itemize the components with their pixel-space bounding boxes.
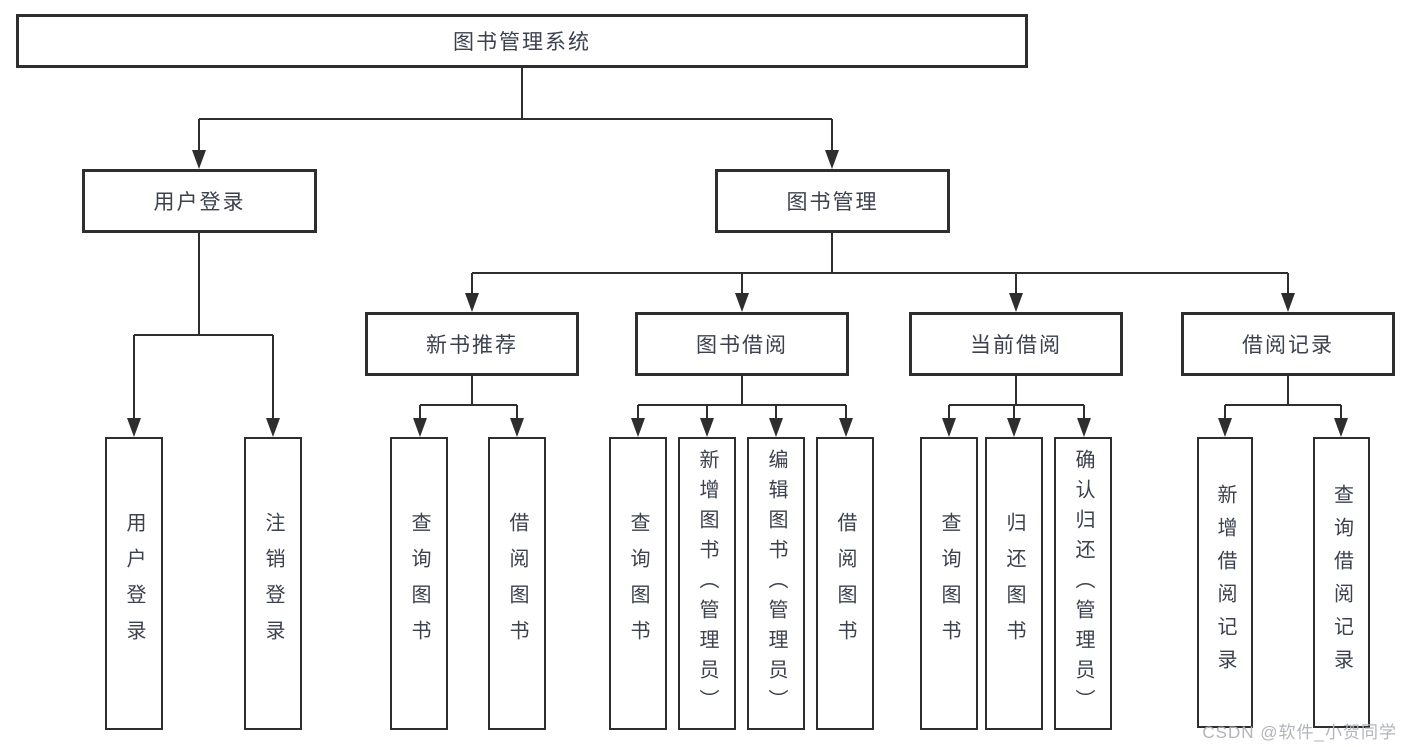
arrow-down-icon <box>839 418 853 437</box>
leaf-user-login: 用户登录 <box>105 437 163 730</box>
connector-user-login-to-leaves <box>133 233 274 420</box>
arrow-down-icon <box>192 150 206 169</box>
arrow-down-icon <box>825 150 839 169</box>
leaf-label: 编辑图书（管理员） <box>765 448 787 719</box>
arrow-down-icon <box>769 418 783 437</box>
leaf-label: 借阅图书 <box>834 511 856 656</box>
arrow-down-icon <box>413 418 427 437</box>
leaf-edit-books-admin: 编辑图书（管理员） <box>747 437 805 730</box>
arrow-down-icon <box>1007 418 1021 437</box>
arrow-down-icon <box>1077 418 1091 437</box>
leaf-label: 新增图书（管理员） <box>696 448 718 719</box>
node-label: 图书管理 <box>786 191 879 214</box>
leaf-query-books-3: 查询图书 <box>920 437 978 730</box>
node-label: 借阅记录 <box>1242 334 1334 357</box>
root-node-library-management-system: 图书管理系统 <box>16 14 1028 68</box>
arrow-down-icon <box>266 418 280 437</box>
connector-borrow-record-to-leaves <box>1224 376 1342 420</box>
leaf-query-borrow-record: 查询借阅记录 <box>1313 437 1370 728</box>
arrow-down-icon <box>1281 293 1295 312</box>
leaf-borrow-books-2: 借阅图书 <box>816 437 874 730</box>
leaf-label: 归还图书 <box>1003 511 1025 656</box>
connector-new-book-rec-to-leaves <box>419 376 518 420</box>
node-label: 用户登录 <box>153 191 246 214</box>
leaf-borrow-books-1: 借阅图书 <box>488 437 546 730</box>
arrow-down-icon <box>942 418 956 437</box>
connector-current-borrow-to-leaves <box>948 376 1085 420</box>
arrow-down-icon <box>1009 293 1023 312</box>
leaf-query-books-2: 查询图书 <box>609 437 667 730</box>
arrow-down-icon <box>1218 418 1232 437</box>
leaf-label: 查询图书 <box>408 511 430 656</box>
node-current-borrowing: 当前借阅 <box>909 312 1123 376</box>
leaf-logout: 注销登录 <box>244 437 302 730</box>
watermark: CSDN @软件_小贺同学 <box>1202 723 1397 742</box>
arrowheads-group <box>127 150 1348 437</box>
leaf-label: 查询借阅记录 <box>1330 483 1353 682</box>
node-label: 当前借阅 <box>970 334 1062 357</box>
arrow-down-icon <box>1334 418 1348 437</box>
connector-book-mgmt-to-level3 <box>471 233 1289 295</box>
arrow-down-icon <box>465 293 479 312</box>
connector-book-borrow-to-leaves <box>637 376 847 420</box>
leaf-label: 确认归还（管理员） <box>1072 448 1094 719</box>
arrow-down-icon <box>735 293 749 312</box>
leaf-add-borrow-record: 新增借阅记录 <box>1197 437 1253 728</box>
leaf-label: 借阅图书 <box>506 511 528 656</box>
arrow-down-icon <box>127 418 141 437</box>
node-book-borrowing: 图书借阅 <box>635 312 849 376</box>
leaf-confirm-return-admin: 确认归还（管理员） <box>1054 437 1112 730</box>
root-node-label: 图书管理系统 <box>453 31 591 54</box>
leaf-label: 用户登录 <box>123 511 145 656</box>
node-label: 新书推荐 <box>426 334 518 357</box>
node-borrowing-records: 借阅记录 <box>1181 312 1395 376</box>
arrow-down-icon <box>631 418 645 437</box>
leaf-label: 新增借阅记录 <box>1214 483 1236 682</box>
leaf-return-books: 归还图书 <box>985 437 1043 730</box>
arrow-down-icon <box>510 418 524 437</box>
leaf-label: 查询图书 <box>627 511 649 656</box>
node-new-book-recommendation: 新书推荐 <box>365 312 579 376</box>
node-book-management: 图书管理 <box>715 169 950 233</box>
leaf-query-books-1: 查询图书 <box>390 437 448 730</box>
connector-root-to-level2 <box>198 68 833 152</box>
node-label: 图书借阅 <box>696 334 788 357</box>
arrow-down-icon <box>700 418 714 437</box>
leaf-label: 查询图书 <box>938 511 960 656</box>
leaf-label: 注销登录 <box>262 511 284 656</box>
node-user-login: 用户登录 <box>82 169 317 233</box>
leaf-add-books-admin: 新增图书（管理员） <box>678 437 736 730</box>
